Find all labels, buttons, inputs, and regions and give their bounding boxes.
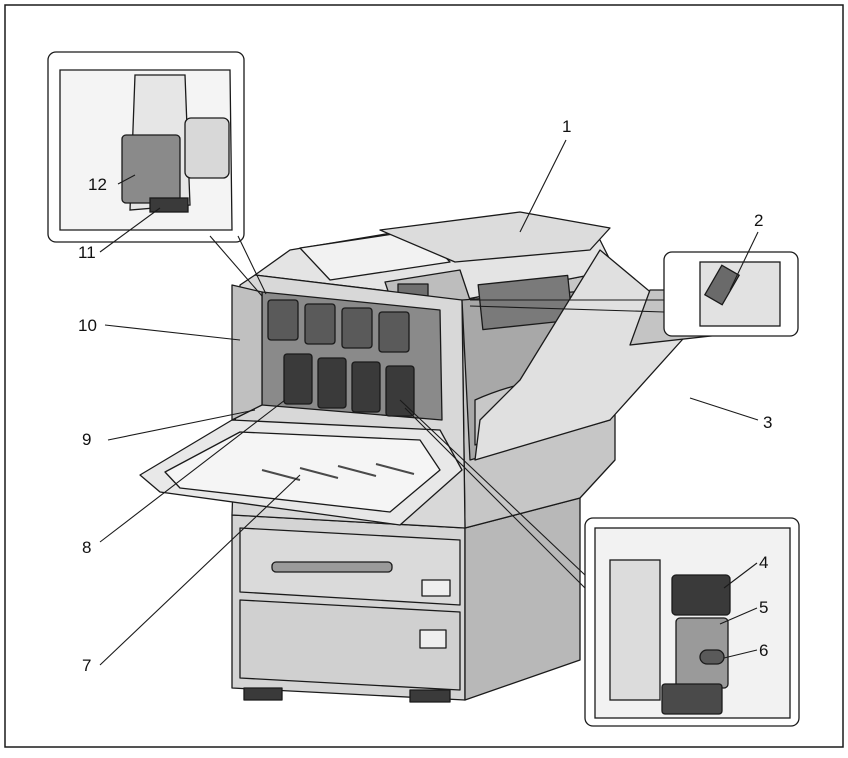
callout-labels: 1 2 3 4 5 6 7 8 9 10 11 12 (78, 117, 772, 675)
callout-12: 12 (88, 175, 107, 194)
leader-7 (99, 474, 301, 666)
left-front-panel (231, 284, 263, 421)
leader-5 (719, 607, 758, 625)
inset-connector-top-left-b (237, 235, 267, 295)
figure-frame (4, 4, 844, 748)
toner-cartridge (341, 307, 373, 349)
inset-connector-bottom-right-b (404, 407, 586, 589)
callout-3: 3 (763, 413, 772, 432)
imaging-unit (351, 361, 381, 413)
callout-2: 2 (754, 211, 763, 230)
foot-left (243, 687, 283, 701)
leader-11 (99, 207, 161, 253)
leader-2 (729, 231, 759, 291)
waste-toner-box-face (184, 117, 230, 179)
imaging-unit-handle (671, 574, 731, 616)
imaging-unit (317, 357, 347, 409)
callout-10: 10 (78, 316, 97, 335)
callout-9: 9 (82, 430, 91, 449)
imaging-unit (385, 365, 415, 417)
leader-1 (519, 139, 567, 233)
waste-box-lever (149, 197, 189, 213)
drawer-handle-lower (419, 629, 447, 649)
inset-connector-right-top-b (469, 305, 665, 313)
paper-cabinet-side (464, 497, 581, 701)
callout-8: 8 (82, 538, 91, 557)
callout-6: 6 (759, 641, 768, 660)
drawer-handle-upper (271, 561, 393, 573)
leader-9 (107, 409, 256, 441)
inset-connector-top-left-a (209, 235, 263, 297)
callout-5: 5 (759, 598, 768, 617)
inset-top-left (47, 51, 245, 243)
charger-cleaner (699, 649, 725, 665)
imaging-unit (283, 353, 313, 405)
toner-cartridge (378, 311, 410, 353)
leader-10 (104, 324, 241, 341)
toner-cartridge (304, 303, 336, 345)
upper-housing (379, 211, 611, 263)
imaging-unit-base (661, 683, 723, 715)
leader-4 (723, 562, 758, 589)
toner-cartridges (267, 299, 410, 353)
leader-3 (689, 397, 759, 421)
callout-4: 4 (759, 553, 768, 572)
leader-8 (99, 399, 286, 543)
callout-1: 1 (562, 117, 571, 136)
callout-11: 11 (78, 243, 96, 262)
fuser-lever (703, 264, 741, 306)
toner-cartridge (267, 299, 299, 341)
cabinet-label (421, 579, 451, 597)
drawer-lower (239, 599, 461, 691)
inset-bottom-right (584, 517, 800, 727)
front-door-guides (261, 463, 415, 481)
waste-toner-box (121, 134, 181, 204)
foot-right (409, 689, 451, 703)
callout-7: 7 (82, 656, 91, 675)
inset-connector-bottom-right-a (399, 399, 586, 576)
leader-lines (99, 139, 759, 666)
front-door-inner (164, 431, 441, 513)
leader-6 (723, 649, 758, 659)
inset-right-top (663, 251, 799, 337)
adjacent-slot (609, 559, 661, 701)
leader-12 (117, 174, 136, 185)
imaging-units (283, 353, 415, 417)
